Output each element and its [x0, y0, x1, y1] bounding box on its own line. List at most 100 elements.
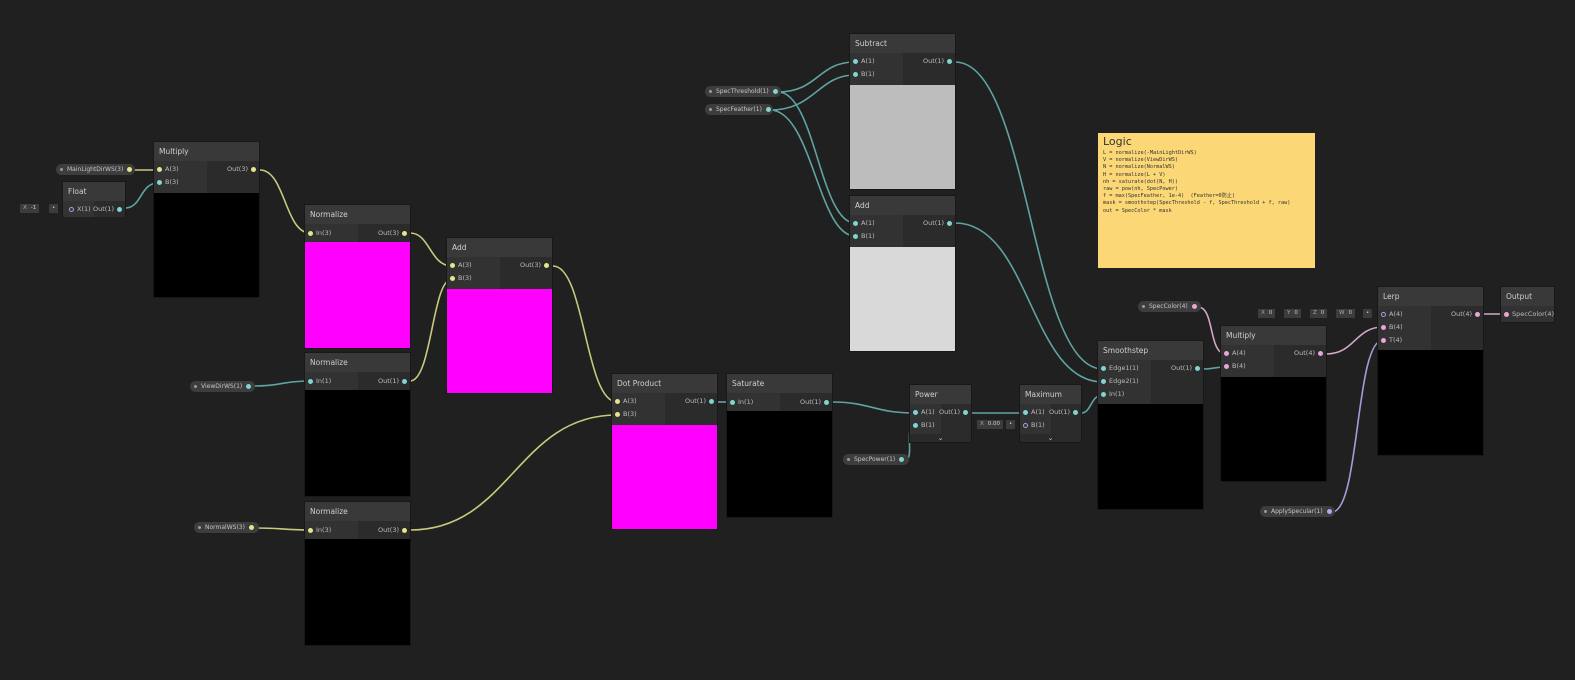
note-line: N = normalize(NormalWS)	[1103, 164, 1175, 171]
node-title: Subtract	[850, 34, 955, 53]
node-title: Normalize	[305, 205, 410, 224]
wire	[769, 109, 856, 237]
note-line: L = normalize(-MainLightDirWS)	[1103, 150, 1197, 156]
power-node[interactable]: Power A(1) B(1) Out(1) ⌄	[909, 384, 972, 443]
wire	[259, 169, 311, 234]
input-port-a[interactable]: A(1)	[1020, 408, 1045, 416]
note-line: raw = pow(nh, SpecPower)	[1103, 186, 1178, 193]
float-default-field[interactable]: X-1	[20, 204, 40, 213]
property-main-light-dir[interactable]: MainLightDirWS(3)	[56, 164, 135, 175]
input-port[interactable]: X(1)	[66, 205, 91, 213]
input-port-b[interactable]: B(3)	[612, 410, 637, 418]
output-port[interactable]: Out(1)	[93, 205, 125, 213]
property-spec-color[interactable]: SpecColor(4)	[1138, 301, 1201, 312]
output-port[interactable]: Out(3)	[378, 229, 410, 237]
input-port-b[interactable]: B(3)	[447, 274, 472, 282]
input-port-a[interactable]: A(3)	[154, 165, 179, 173]
dot-product-node[interactable]: Dot Product A(3) B(3) Out(1)	[611, 373, 718, 530]
input-port-a[interactable]: A(1)	[850, 57, 875, 65]
input-port-t[interactable]: T(4)	[1378, 336, 1402, 344]
input-port-b[interactable]: B(1)	[850, 70, 875, 78]
expand-chevron-icon[interactable]: ⌄	[910, 434, 971, 442]
input-port-b[interactable]: B(4)	[1221, 362, 1246, 370]
wire	[954, 61, 1104, 370]
output-port[interactable]: Out(4)	[1451, 310, 1483, 318]
node-title: Saturate	[727, 374, 832, 393]
property-spec-feather[interactable]: SpecFeather(1)	[705, 104, 773, 115]
saturate-node[interactable]: Saturate In(1) Out(1)	[726, 373, 833, 518]
input-port-b[interactable]: B(1)	[850, 232, 875, 240]
output-port[interactable]: Out(1)	[939, 408, 971, 416]
wire	[251, 380, 311, 387]
output-node[interactable]: Output SpecColor(4)	[1500, 286, 1555, 323]
output-port[interactable]: Out(4)	[1294, 349, 1326, 357]
property-spec-power[interactable]: SpecPower(1)	[843, 454, 909, 465]
output-port[interactable]: Out(1)	[378, 377, 410, 385]
node-title: Normalize	[305, 502, 410, 521]
maximum-node[interactable]: Maximum A(1) B(1) Out(1) ⌄	[1019, 384, 1082, 443]
output-port[interactable]: Out(1)	[923, 219, 955, 227]
output-port[interactable]: Out(3)	[227, 165, 259, 173]
input-port-a[interactable]: A(4)	[1221, 349, 1246, 357]
node-preview	[1378, 350, 1483, 455]
output-port[interactable]: Out(1)	[1049, 408, 1081, 416]
property-normal[interactable]: NormalWS(3)	[194, 522, 259, 533]
output-port[interactable]: Out(3)	[520, 261, 552, 269]
input-port-in[interactable]: In(1)	[1098, 390, 1124, 398]
lerp-node[interactable]: Lerp A(4) B(4) T(4) Out(4)	[1377, 286, 1484, 456]
property-apply-specular[interactable]: ApplySpecular(1)	[1260, 506, 1335, 517]
multiply-node[interactable]: Multiply A(3) B(3) Out(3)	[153, 141, 260, 298]
input-port-edge1[interactable]: Edge1(1)	[1098, 364, 1139, 372]
node-title: Lerp	[1378, 287, 1483, 306]
add-node[interactable]: Add A(1) B(1) Out(1)	[849, 195, 956, 352]
add-node[interactable]: Add A(3) B(3) Out(3)	[446, 237, 553, 394]
normalize-node[interactable]: Normalize In(3) Out(3)	[304, 501, 411, 646]
output-port[interactable]: Out(1)	[800, 398, 832, 406]
wire	[769, 74, 856, 111]
expand-chevron-icon[interactable]: ⌄	[1020, 434, 1081, 442]
node-title: Add	[447, 238, 552, 257]
float-node[interactable]: Float X(1) Out(1)	[62, 181, 126, 217]
input-port-b[interactable]: B(1)	[1020, 421, 1045, 429]
input-port[interactable]: In(1)	[305, 377, 331, 385]
note-line: V = normalize(ViewDirWS)	[1103, 157, 1178, 164]
input-port-a[interactable]: A(3)	[612, 397, 637, 405]
input-port-a[interactable]: A(3)	[447, 261, 472, 269]
output-port[interactable]: Out(1)	[923, 57, 955, 65]
multiply-node[interactable]: Multiply A(4) B(4) Out(4)	[1220, 325, 1327, 482]
input-port[interactable]: In(3)	[305, 526, 331, 534]
output-port[interactable]: Out(1)	[685, 397, 717, 405]
wire	[409, 414, 618, 531]
input-port[interactable]: In(3)	[305, 229, 331, 237]
output-port[interactable]: Out(1)	[1171, 364, 1203, 372]
input-port[interactable]: In(1)	[727, 398, 753, 406]
input-port-a[interactable]: A(1)	[910, 408, 935, 416]
node-preview	[447, 289, 552, 393]
input-port-b[interactable]: B(3)	[154, 178, 179, 186]
output-port[interactable]: Out(3)	[378, 526, 410, 534]
normalize-node[interactable]: Normalize In(1) Out(1)	[304, 352, 411, 497]
node-preview	[1221, 377, 1326, 481]
input-port[interactable]: SpecColor(4)	[1501, 310, 1554, 318]
input-port-b[interactable]: B(4)	[1378, 323, 1403, 331]
smoothstep-node[interactable]: Smoothstep Edge1(1) Edge2(1) In(1) Out(1…	[1097, 340, 1204, 510]
sticky-note[interactable]: Logic L = normalize(-MainLightDirWS) V =…	[1098, 133, 1315, 268]
input-port-edge2[interactable]: Edge2(1)	[1098, 377, 1139, 385]
normalize-node[interactable]: Normalize In(3) Out(3)	[304, 204, 411, 349]
node-title: Power	[910, 385, 971, 404]
note-line: nh = saturate(dot(N, H))	[1103, 178, 1178, 185]
input-port-a[interactable]: A(4)	[1378, 310, 1403, 318]
property-spec-threshold[interactable]: SpecThreshold(1)	[705, 86, 781, 97]
node-title: Multiply	[1221, 326, 1326, 345]
property-view-dir[interactable]: ViewDirWS(1)	[190, 381, 255, 392]
input-port-b[interactable]: B(1)	[910, 421, 935, 429]
note-line: out = SpecColor * mask	[1103, 207, 1172, 214]
subtract-node[interactable]: Subtract A(1) B(1) Out(1)	[849, 33, 956, 190]
input-port-a[interactable]: A(1)	[850, 219, 875, 227]
node-title: Float	[63, 182, 125, 201]
